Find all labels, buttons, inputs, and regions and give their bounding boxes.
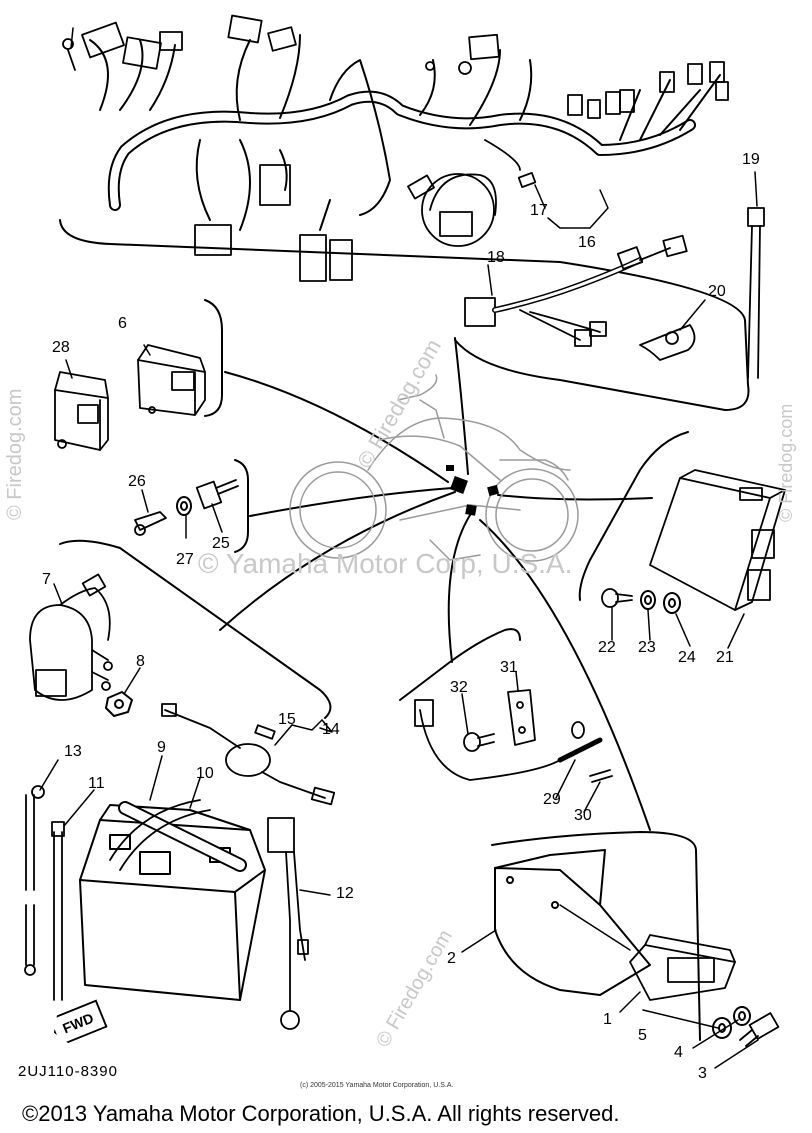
starter-relay-7 [29,573,113,701]
callout-leaders [39,27,758,953]
callout-19: 19 [742,151,760,168]
ignitor-group-bracket [578,431,689,601]
relay-group-bracket [204,299,223,417]
callout-24: 24 [678,649,696,666]
footer-copyright: ©2013 Yamaha Motor Corporation, U.S.A. A… [22,1101,620,1126]
top-group-bracket [59,219,750,411]
rectifier-1 [629,934,736,1001]
callout-27: 27 [176,551,194,568]
watermark-firedog-right: © Firedog.com [776,403,796,522]
leader-line [479,519,651,831]
relay-battery-bracket [59,539,332,719]
document-code: 2UJ110-8390 [18,1063,118,1080]
bolt-group-bracket [234,459,249,553]
callout-13: 13 [64,743,82,760]
callout-5: 5 [638,1027,647,1044]
callout-1: 1 [603,1011,612,1028]
bolt-32 [463,732,495,752]
terminal-26 [134,511,167,536]
callout-21: 21 [716,649,734,666]
leader-line [497,494,653,501]
washer-23 [640,590,656,610]
rectifier-leaders [559,904,759,1069]
watermark-firedog-left: © Firedog.com [4,388,26,520]
callout-28: 28 [52,339,70,356]
callout-32: 32 [450,679,468,696]
watermark-center: © Yamaha Motor Corp, U.S.A. [198,548,573,579]
bolt-3 [739,1012,780,1047]
callout-18: 18 [487,249,505,266]
main-switch [421,139,521,247]
battery-cable-11 [51,821,65,1001]
callout-22: 22 [598,639,616,656]
callout-7: 7 [42,571,51,588]
harness-connectors [62,14,729,282]
screw-22 [601,588,633,608]
relay-6 [137,344,206,416]
nut-8 [105,691,133,717]
callout-3: 3 [698,1065,707,1082]
main-harness [89,34,721,231]
leader-line [219,491,456,631]
small-copyright: (c) 2005-2015 Yamaha Motor Corporation, … [300,1082,454,1089]
callout-4: 4 [674,1044,683,1061]
washer-24 [663,592,681,614]
washer-27 [176,496,192,516]
cable-tie-19 [747,207,765,379]
callout-6: 6 [118,315,127,332]
sensor-group-bracket [399,628,521,701]
battery-cable-12 [267,817,309,1030]
washer-4 [733,1006,751,1026]
battery-band-10 [109,799,211,871]
motorcycle-silhouette [289,374,579,562]
callout-30: 30 [574,807,592,824]
callout-11: 11 [88,775,105,792]
leader-line [447,511,473,663]
leader-line [224,371,449,483]
callout-8: 8 [136,653,145,670]
callout-20: 20 [708,283,726,300]
callout-16: 16 [578,234,596,251]
callout-17: 17 [530,202,548,219]
callout-15: 15 [278,711,296,728]
callout-29: 29 [543,791,561,808]
callout-9: 9 [157,739,166,756]
leader-line [454,337,469,475]
bracket-31 [507,689,536,746]
callout-12: 12 [336,885,354,902]
ignitor-unit-21 [649,469,786,611]
clamp-20 [639,324,696,361]
bracket-2 [494,849,651,996]
screw-30 [589,769,613,783]
callout-26: 26 [128,473,146,490]
sensor-29 [414,699,603,781]
callout-14: 14 [322,721,340,738]
bolt-25 [195,479,239,510]
callout-10: 10 [196,765,214,782]
brake-switch-14 [161,703,336,806]
battery-9 [79,801,266,1001]
motorcycle-highlights [446,465,500,516]
leader-line [249,487,453,517]
callout-2: 2 [447,950,456,967]
battery-cable-13 [24,785,45,976]
relay-28 [54,371,109,451]
callout-25: 25 [212,535,230,552]
sub-harness-18 [464,234,688,347]
rectifier-group-bracket [491,831,701,1041]
callout-23: 23 [638,639,656,656]
callout-31: 31 [500,659,518,676]
